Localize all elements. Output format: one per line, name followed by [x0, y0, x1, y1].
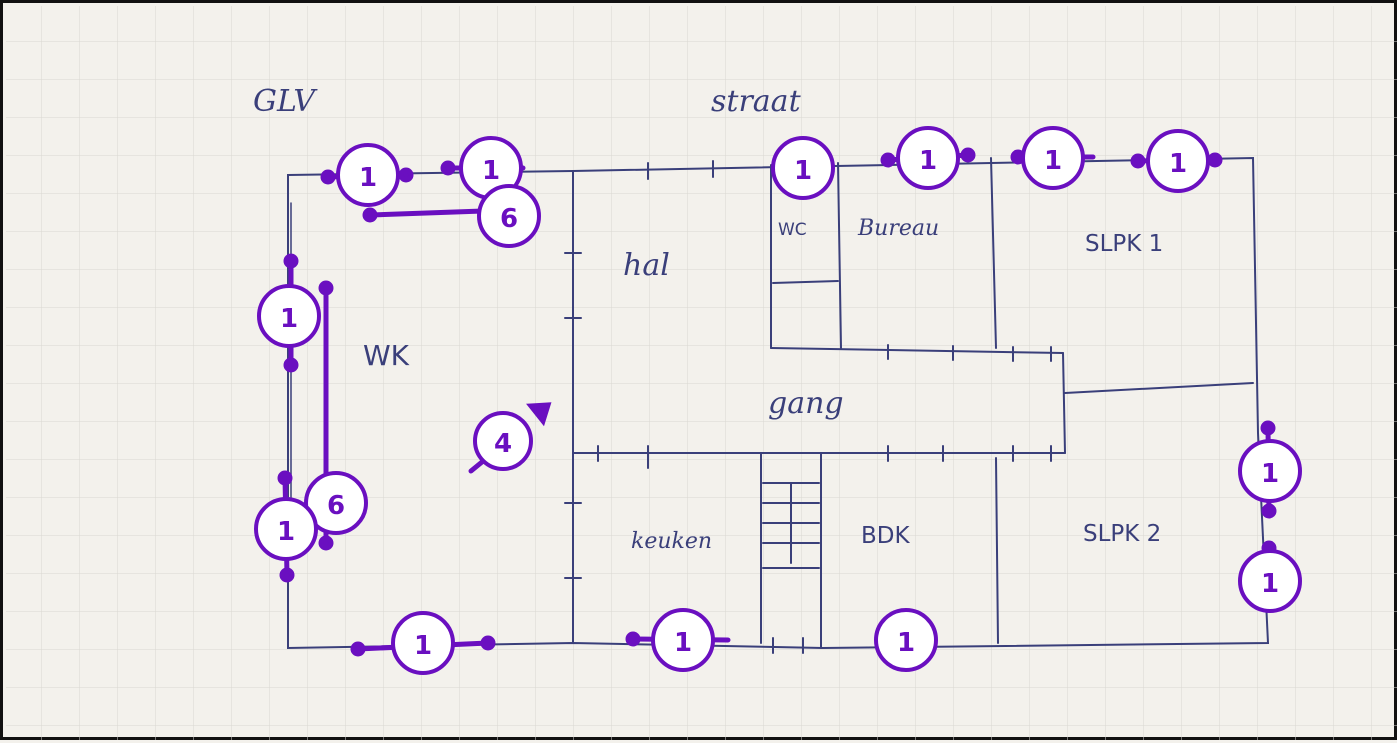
marker-3[interactable]: 1 — [771, 136, 835, 200]
wall-gang-top — [770, 347, 1064, 354]
label-slpk2: SLPK 2 — [1083, 521, 1161, 547]
marker-13[interactable]: 1 — [1238, 549, 1302, 613]
label-wc: WC — [778, 220, 807, 240]
floorplan-svg: GLV straat hal WC Bureau SLPK 1 WK gang … — [6, 6, 1397, 740]
label-slpk1: SLPK 1 — [1085, 231, 1163, 257]
marker-4-label: 1 — [919, 146, 937, 176]
marker-9-label: 1 — [414, 631, 432, 661]
marker-13-label: 1 — [1261, 569, 1279, 599]
marker-12[interactable]: 1 — [1238, 439, 1302, 503]
marker-11[interactable]: 1 — [874, 608, 938, 672]
marker-6b-label: 6 — [327, 491, 345, 521]
marker-window-6a[interactable]: 6 — [477, 184, 541, 248]
marker-6-label: 1 — [1169, 149, 1187, 179]
marker-12-label: 1 — [1261, 459, 1279, 489]
markers: 1 1 6 1 1 1 1 1 4 6 1 1 1 1 1 1 — [254, 126, 1302, 675]
marker-11-label: 1 — [897, 628, 915, 658]
label-straat: straat — [711, 84, 802, 119]
marker-6a-label: 6 — [500, 204, 518, 234]
marker-10-label: 1 — [674, 628, 692, 658]
marker-9[interactable]: 1 — [391, 611, 455, 675]
marker-6[interactable]: 1 — [1146, 129, 1210, 193]
marker-8-label: 1 — [277, 517, 295, 547]
marker-2-label: 1 — [482, 156, 500, 186]
wall-bureau-right — [990, 157, 997, 349]
marker-3-label: 1 — [794, 156, 812, 186]
label-gang: gang — [768, 386, 844, 421]
wall-wc-right — [837, 162, 842, 349]
wall-gang-end — [1062, 352, 1066, 454]
marker-door-4-label: 4 — [494, 429, 512, 459]
wall-bdk-right — [995, 457, 999, 644]
marker-2[interactable]: 1 — [459, 136, 523, 200]
label-hal: hal — [623, 248, 670, 283]
label-glv: GLV — [253, 84, 318, 119]
label-keuken: keuken — [631, 529, 712, 554]
marker-10[interactable]: 1 — [651, 608, 715, 672]
wall-slpk-divider — [1064, 382, 1254, 394]
marker-1[interactable]: 1 — [336, 143, 400, 207]
marker-7[interactable]: 1 — [257, 284, 321, 348]
marker-5[interactable]: 1 — [1021, 126, 1085, 190]
marker-5-label: 1 — [1044, 146, 1062, 176]
label-wk: WK — [363, 339, 410, 372]
marker-7-label: 1 — [280, 304, 298, 334]
wall-wc-inner — [772, 280, 839, 284]
marker-8[interactable]: 1 — [254, 497, 318, 561]
label-bureau: Bureau — [857, 216, 939, 241]
marker-1-label: 1 — [359, 163, 377, 193]
marker-window-6b[interactable]: 6 — [304, 471, 368, 535]
label-bdk: BDK — [861, 523, 910, 549]
marker-door-4[interactable]: 4 — [473, 411, 533, 471]
window-lines — [277, 147, 1277, 657]
marker-4[interactable]: 1 — [896, 126, 960, 190]
